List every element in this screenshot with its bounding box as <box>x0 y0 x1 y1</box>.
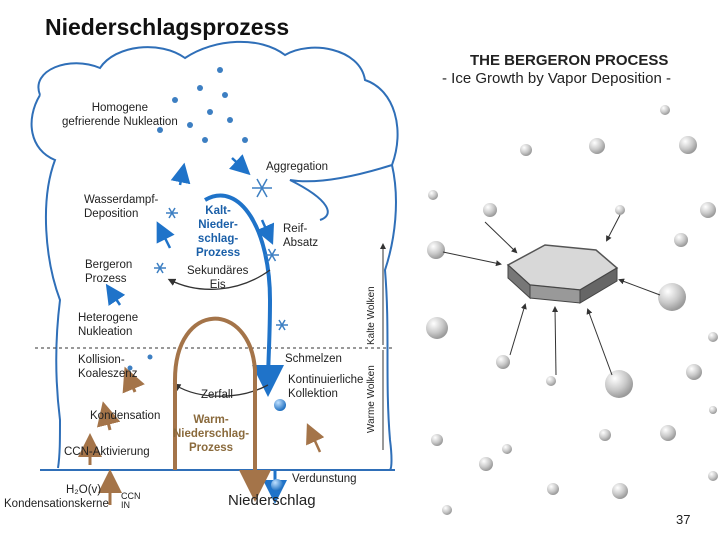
label-kalt-prozess: Kalt-Nieder-schlag-Prozess <box>196 205 241 259</box>
label-aggregation: Aggregation <box>266 161 329 173</box>
brown-arrow-koal <box>122 366 145 394</box>
brown-arrow-kondens <box>96 401 121 431</box>
blue-arrow-up-1 <box>170 162 191 186</box>
page-number: 37 <box>676 512 691 527</box>
cold-process-arrow <box>204 193 285 397</box>
label-schmelzen: Schmelzen <box>285 353 342 365</box>
label-kondensationskerne: Kondensationskerne <box>4 498 109 510</box>
cloud-outline <box>30 40 399 471</box>
label-warm-prozess: Warm-Niederschlag-Prozess <box>173 414 250 454</box>
label-kollision: Kollision-Koaleszenz <box>78 354 138 380</box>
vapor-arrows <box>442 214 661 376</box>
bergeron-droplets <box>426 105 718 515</box>
axis-kalte-wolken: Kalte Wolken <box>366 286 377 345</box>
label-niederschlag: Niederschlag <box>228 492 316 509</box>
blue-arrow-agg <box>229 154 251 176</box>
blue-arrow-reif <box>255 219 275 245</box>
label-kondensation: Kondensation <box>90 410 161 422</box>
label-reif: Reif-Absatz <box>283 223 319 249</box>
secondary-ice-arrow <box>167 269 271 290</box>
slide-title: Niederschlagsprozess <box>45 14 290 40</box>
blue-arrow-up-2 <box>156 221 175 249</box>
blue-arrow-hetero <box>105 283 126 306</box>
bergeron-title: THE BERGERON PROCESS <box>470 52 669 69</box>
label-ccn-aktivierung: CCN-Aktivierung <box>64 446 150 458</box>
rain-drops <box>127 354 286 491</box>
hexagonal-ice-crystal <box>506 244 619 304</box>
warm-process-arrow <box>173 316 271 502</box>
breakup-arrow <box>172 383 269 397</box>
snowflakes <box>154 178 288 331</box>
label-zerfall: Zerfall <box>201 389 233 401</box>
axis-warme-wolken: Warme Wolken <box>366 365 377 433</box>
bergeron-subtitle: - Ice Growth by Vapor Deposition - <box>442 70 671 87</box>
label-wasserdampf: Wasserdampf-Deposition <box>84 194 159 220</box>
brown-arrow-verdunst <box>306 423 325 453</box>
ice-crystals <box>157 67 248 143</box>
label-verdunstung: Verdunstung <box>292 473 357 485</box>
label-h2o: H₂O(v) <box>66 484 102 496</box>
